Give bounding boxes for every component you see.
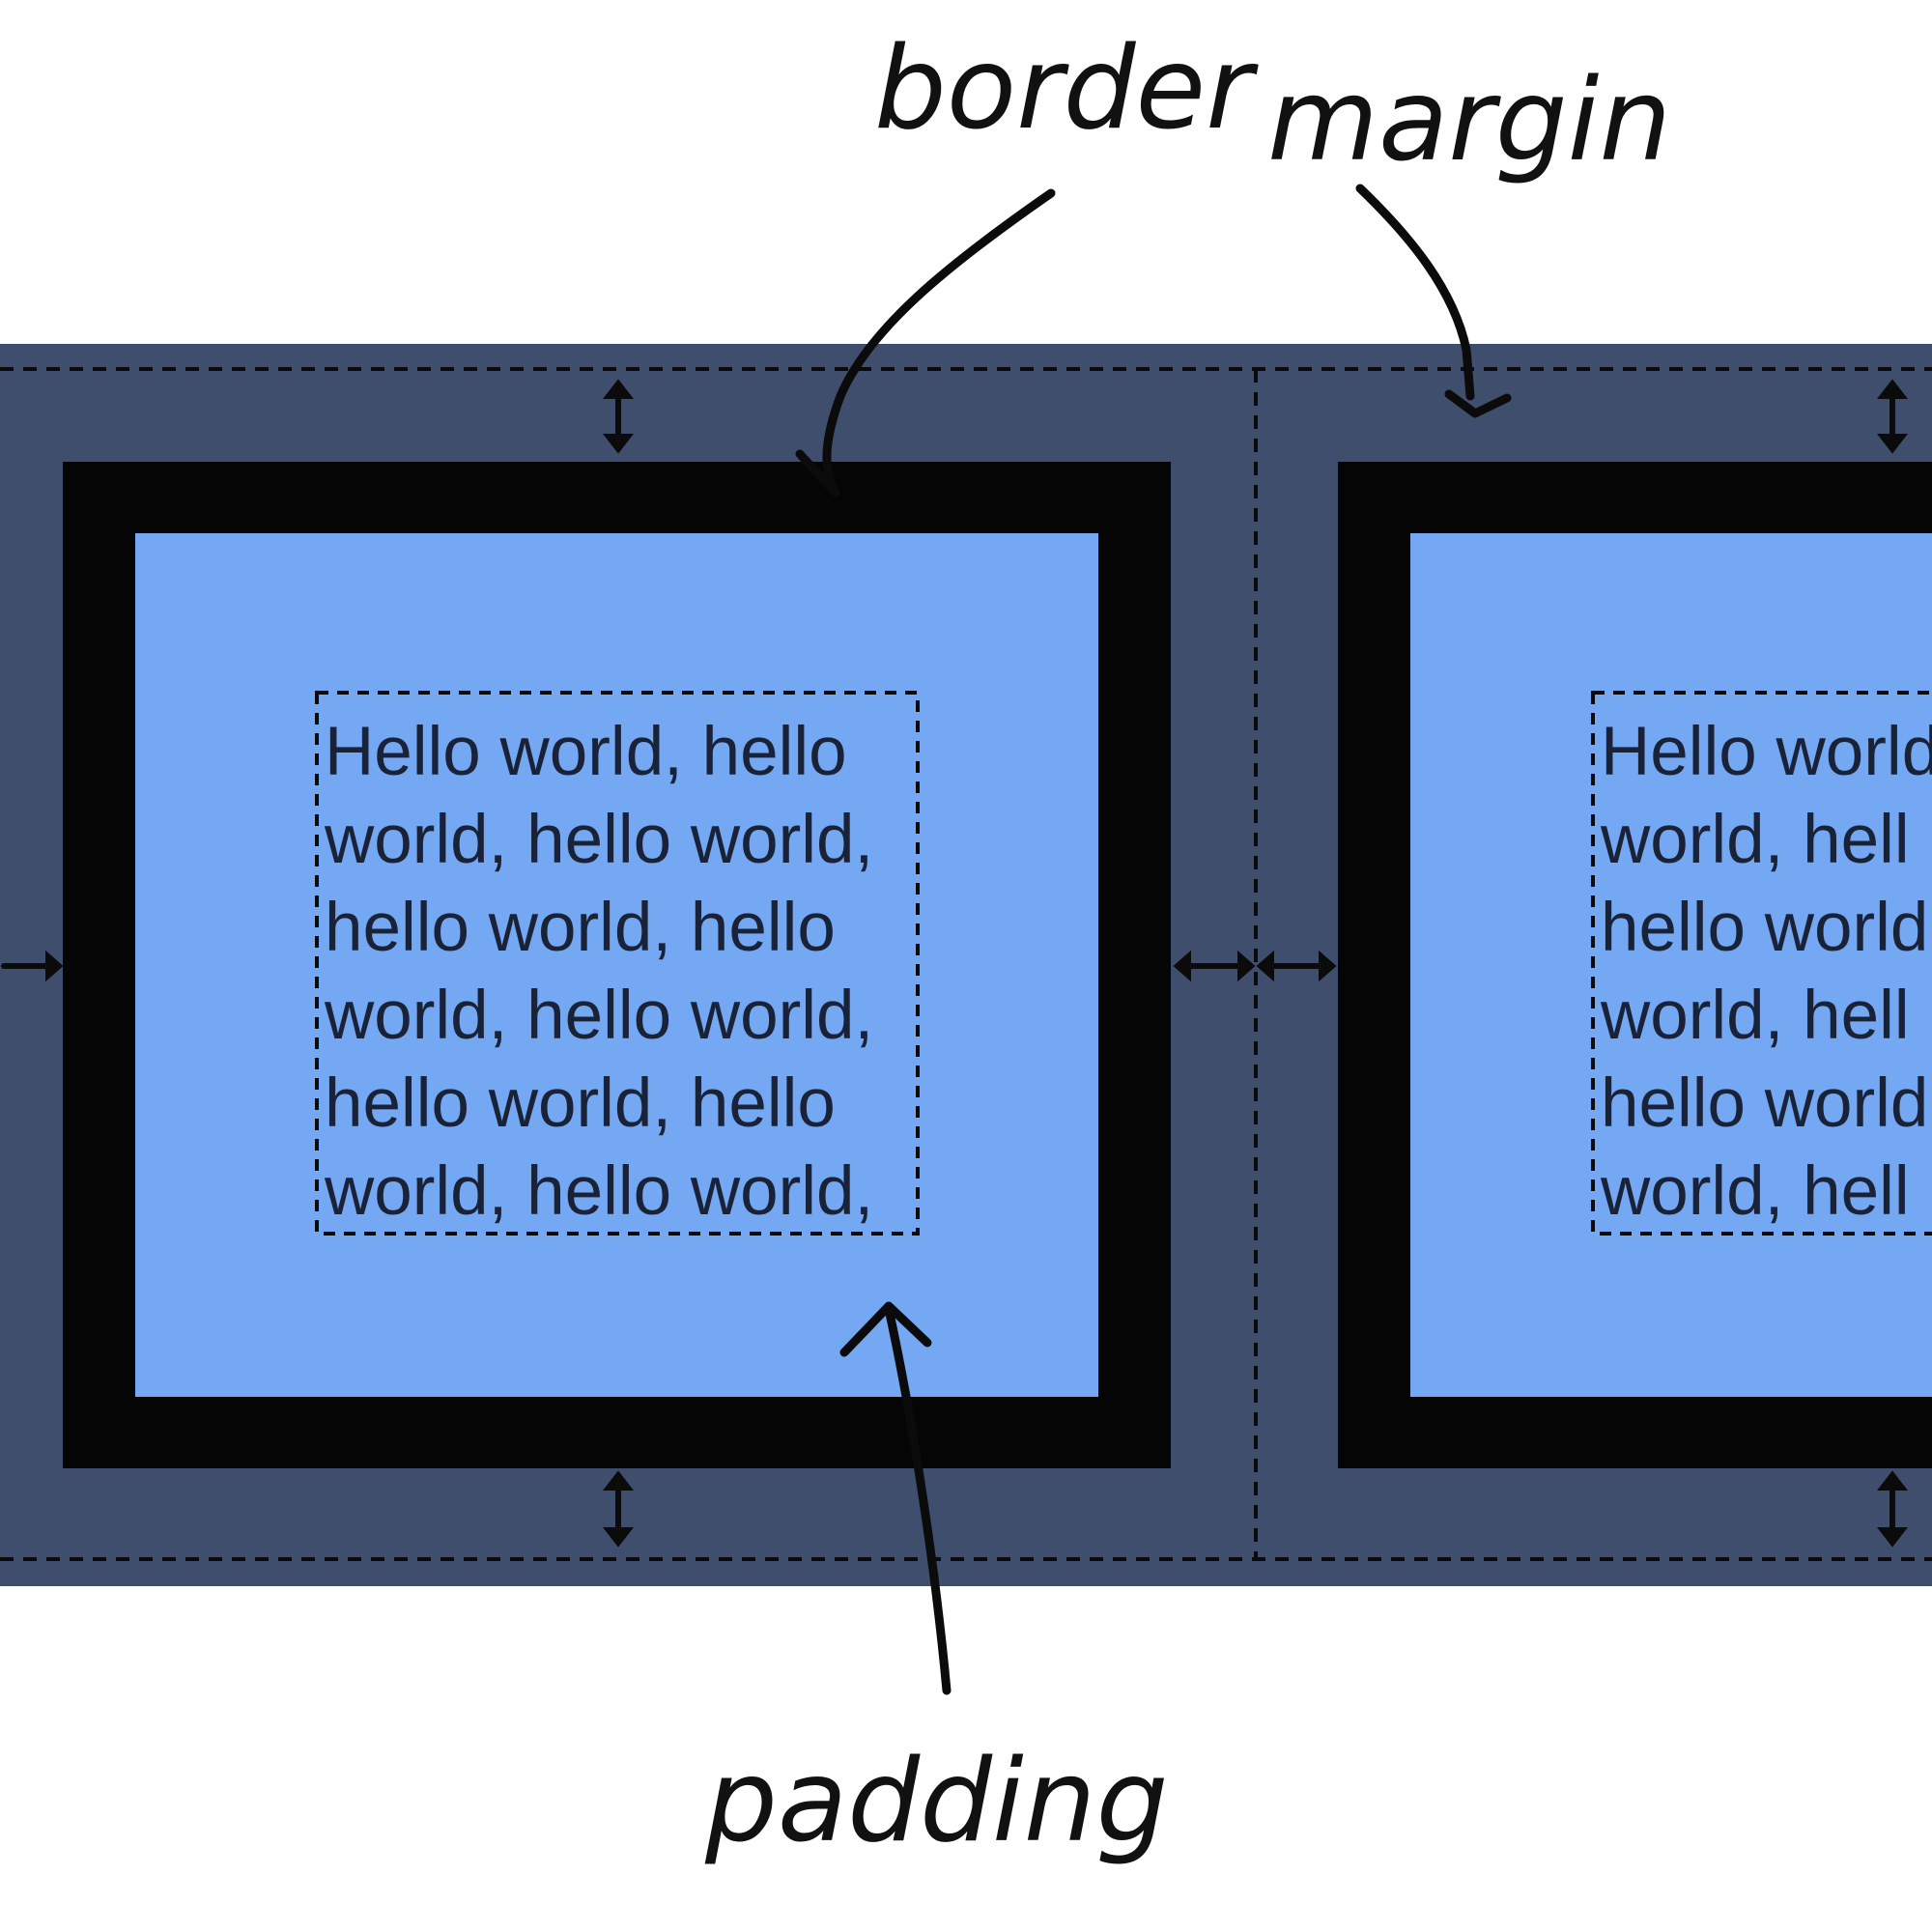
padding-area-left-box [135,533,1098,1397]
border-pointer-arrow-icon [822,188,1056,497]
content-line: world, hell [1600,978,1910,1054]
content-line: hello world [1601,1065,1928,1142]
margin-boundary-lines [0,367,1932,1561]
content-line: world, hello world, [324,802,873,878]
margin-arrow-icon [1876,1470,1909,1548]
content-line: world, hell [1600,1153,1910,1230]
content-boundary-right-box [1591,691,1932,1236]
margin-arrow-icon [1256,950,1337,982]
annotation-padding: padding [704,1734,1169,1867]
content-line: hello world [1601,890,1928,966]
content-text-right-box: Hello world world, hell hello world worl… [1600,714,1932,1230]
content-line: Hello world, hello [325,714,847,790]
margin-arrow-icon [602,379,635,454]
padding-pointer-head-icon [839,1301,932,1357]
content-line: world, hello world, [324,978,873,1054]
margin-arrow-icon [1876,379,1909,454]
content-line: hello world, hello [325,1065,836,1142]
content-line: Hello world [1601,714,1932,790]
content-line: hello world, hello [325,890,836,966]
content-line: world, hell [1600,802,1910,878]
padding-pointer-arrow-icon [884,1304,952,1695]
margin-pointer-head-icon [1444,389,1512,418]
margin-arrow-icon [602,1470,635,1548]
margin-arrow-icon [1173,950,1256,982]
margin-arrow-icon [1,950,64,982]
content-line: world, hello world, [324,1153,873,1230]
annotation-border: border [874,21,1259,155]
content-text-left-box: Hello world, hello world, hello world, h… [324,714,873,1230]
border-pointer-head-icon [795,449,840,497]
annotation-margin: margin [1267,53,1671,186]
margin-arrows [1,379,1909,1548]
margin-pointer-arrow-icon [1355,184,1475,401]
padding-area-right-box [1410,533,1932,1397]
annotation-pointers [795,184,1512,1695]
content-boundary-left-box [315,691,920,1236]
